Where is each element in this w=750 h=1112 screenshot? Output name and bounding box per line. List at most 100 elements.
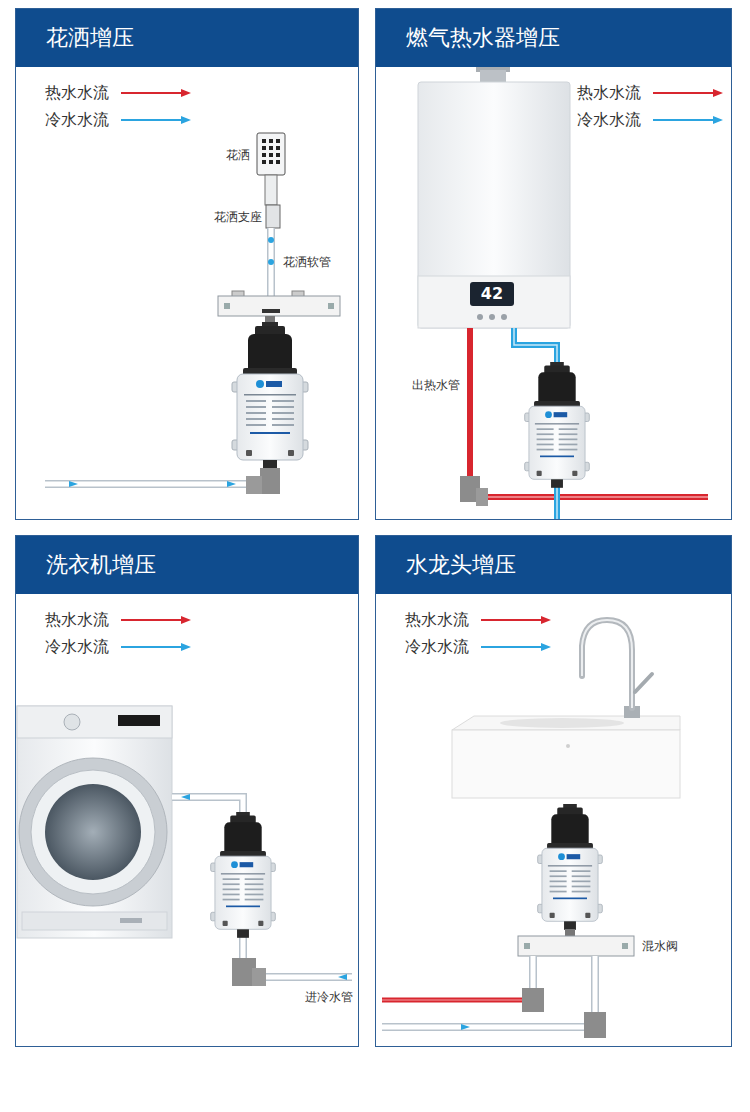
legend-text: 冷水水流 [45,637,109,658]
sink [500,718,624,728]
sink [566,744,570,748]
legend-arrowhead [713,116,723,124]
legend-item: 冷水水流 [577,109,725,131]
legend-arrowhead [181,616,191,624]
legend-arrowhead [181,116,191,124]
inlet-pipe [227,481,236,487]
gas-water-heater [470,282,514,306]
shower-head [276,153,280,157]
cold-water-pipe [554,486,560,519]
supply-pipes [461,1024,470,1030]
mixing-valve [524,943,530,949]
mixing-valve [622,943,628,949]
shower-hose [268,237,274,243]
supply-pipes [382,999,522,1000]
cold-water-pipe [266,975,352,980]
legend-arrowhead [541,643,551,651]
gas-water-heater [418,67,570,328]
legend-arrow [653,115,725,125]
legend-line [121,619,183,621]
legend-item: 冷水水流 [45,109,193,131]
panel-header: 花洒增压 [16,9,358,67]
legend-line [121,92,183,94]
panel: 燃气热水器增压 [375,8,732,520]
booster-pump [232,322,308,470]
part-label: 出热水管 [410,377,462,393]
legend-text: 冷水水流 [405,637,469,658]
sink [452,730,680,798]
shower-hose [268,259,274,265]
shower-hose [269,228,274,296]
legend-item: 冷水水流 [405,636,553,658]
cold-water-pipe [514,328,557,364]
inlet-pipe [246,476,262,494]
washing-machine [31,770,155,894]
gas-water-heater [418,82,570,328]
hot-water-pipe [476,488,488,506]
supply-pipes [584,1012,606,1038]
supply-pipes [522,988,544,1012]
panel-header: 燃气热水器增压 [376,9,731,67]
panel-header: 水龙头增压 [376,536,731,594]
washing-machine [17,706,172,938]
cold-water-pipe [181,794,190,800]
part-label: 进冷水管 [303,989,355,1005]
shower-head [262,139,280,164]
legend-arrowhead [713,89,723,97]
legend-line [653,92,715,94]
mixing-valve [328,303,334,309]
shower-head [262,146,266,150]
washing-machine [19,758,167,906]
mixing-valve [518,929,634,956]
supply-pipes [531,956,536,990]
panel-title: 水龙头增压 [376,550,516,580]
legend-line [481,646,543,648]
shower-head [262,139,266,143]
faucet [582,620,632,708]
booster-pump [211,812,276,938]
mixing-valve [218,296,340,316]
inlet-pipe [260,468,280,494]
panel-title: 燃气热水器增压 [376,23,560,53]
shower-head [262,153,266,157]
mixing-valve [224,303,230,309]
panel-title: 花洒增压 [16,23,134,53]
inlet-pipe [45,482,250,487]
legend-text: 热水水流 [45,610,109,631]
shower-head [276,160,280,164]
booster-pump [525,362,590,488]
display-reading: 42 [481,286,503,302]
panel-header: 洗衣机增压 [16,536,358,594]
faucet [582,620,632,708]
mixing-valve [262,309,280,313]
washing-machine [45,784,141,880]
part-label: 花洒支座 [212,209,264,225]
washing-machine [17,706,172,738]
supply-pipes [593,956,598,1014]
legend-arrow [653,88,725,98]
faucet [635,674,652,692]
legend-text: 冷水水流 [45,110,109,131]
cold-water-pipe [266,973,352,981]
gas-water-heater [418,276,570,328]
legend-arrow [121,88,193,98]
shower-hose [268,228,274,296]
legend-line [121,119,183,121]
supply-pipes [382,1025,584,1030]
cold-water-pipe [338,974,347,980]
cold-water-pipe [252,968,266,986]
shower-head [257,133,285,175]
inlet-pipe [69,481,78,487]
hot-water-pipe [486,494,708,500]
washing-machine [22,912,167,930]
legend-arrowhead [181,643,191,651]
shower-head [276,146,280,150]
cold-water-pipe [172,797,243,814]
legend-arrow [481,642,553,652]
cold-water-pipe [514,328,557,364]
part-label: 花洒 [224,147,252,163]
washing-machine [118,715,160,726]
hot-water-pipe [467,328,473,482]
shower-head [262,160,266,164]
hot-water-pipe [486,496,708,498]
